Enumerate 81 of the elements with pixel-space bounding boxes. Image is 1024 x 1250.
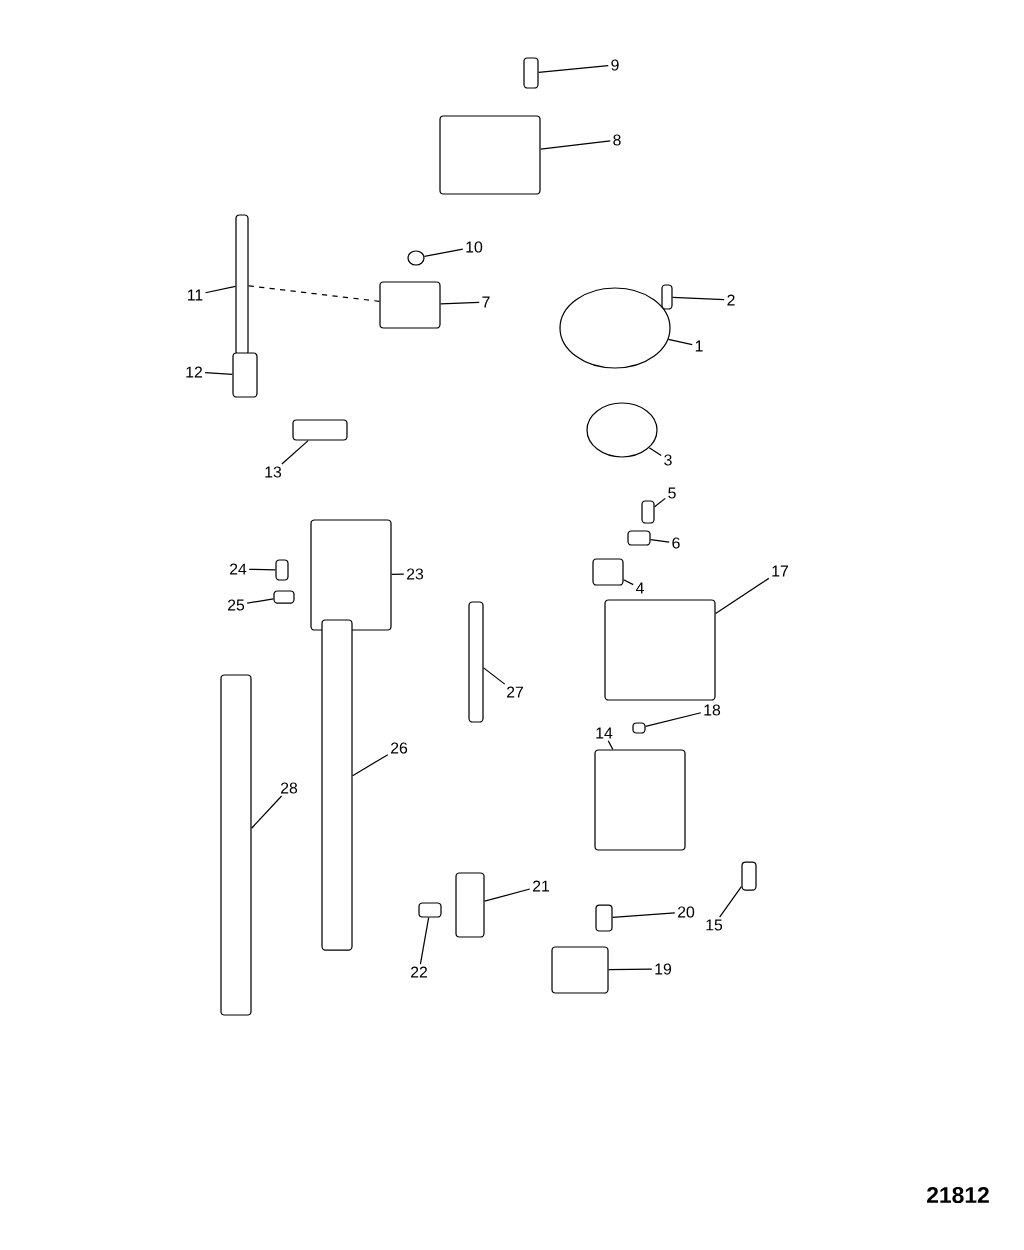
leader-line [248, 568, 276, 571]
ground-lead-drawing [604, 599, 716, 701]
leader-line [612, 912, 676, 918]
figure-number: 21812 [927, 1186, 989, 1204]
callout-number: 6 [672, 537, 680, 549]
leader-line [391, 573, 405, 575]
clamp-drawing [592, 558, 624, 586]
callout-number: 15 [706, 919, 723, 931]
callout-number: 26 [391, 742, 408, 754]
leader-line [623, 579, 634, 586]
leader-line [715, 577, 770, 615]
screw-drawing [641, 500, 655, 524]
spark-plug-boot-drawing [232, 352, 258, 398]
callout-number: 18 [704, 704, 721, 716]
leader-line [440, 301, 480, 305]
leader-line [251, 795, 283, 829]
callout-number: 1 [695, 340, 703, 352]
terminal-block-drawing [455, 872, 485, 938]
screw-drawing [418, 902, 442, 918]
leader-line [352, 754, 389, 777]
callout-number: 4 [635, 582, 644, 594]
leader-line [645, 712, 702, 727]
rectifier-drawing [310, 519, 392, 631]
screw-drawing [741, 861, 757, 891]
callout-number: 7 [482, 296, 490, 308]
callout-number: 28 [281, 782, 298, 794]
callout-number: 17 [772, 565, 788, 577]
leader-line [648, 447, 662, 457]
leader-line [423, 248, 464, 258]
leader-line [667, 338, 693, 346]
screw-drawing [275, 559, 289, 581]
screw-drawing [661, 284, 673, 310]
callout-number: 27 [507, 686, 523, 698]
ignition-coil-drawing [439, 115, 541, 195]
callout-number: 3 [664, 454, 672, 466]
callout-number: 2 [727, 294, 735, 306]
leader-line [204, 372, 233, 375]
leader-line [281, 440, 309, 465]
leader-line [672, 296, 725, 301]
leader-line [719, 886, 742, 918]
leader-line [246, 598, 274, 604]
callout-number: 22 [411, 966, 427, 978]
callout-number: 9 [611, 59, 619, 71]
callout-number: 24 [230, 563, 247, 575]
callout-number: 13 [265, 466, 282, 478]
ground-strap-drawing [468, 601, 484, 723]
leader-line [483, 667, 506, 685]
leader-line [204, 285, 236, 294]
screw-drawing [523, 57, 539, 89]
terminal-block-drawing [551, 946, 609, 994]
spark-plug-drawing [292, 419, 348, 441]
screw-drawing [632, 722, 646, 734]
trigger-coil-drawing [586, 402, 658, 458]
switch-box-drawing [594, 749, 686, 851]
leader-line [608, 968, 653, 971]
leader-line [419, 917, 430, 965]
callout-number: 12 [186, 366, 202, 378]
callout-number: 5 [668, 487, 676, 499]
callout-number: 8 [613, 134, 621, 146]
leader-line [538, 65, 609, 73]
callout-number: 10 [466, 241, 483, 253]
cable-drawing [321, 619, 353, 951]
leader-line [654, 497, 666, 508]
callout-number: 25 [228, 599, 245, 611]
callout-number: 20 [678, 906, 695, 918]
leader-line [540, 140, 611, 150]
ignition-coil-drawing [379, 281, 441, 329]
callout-number: 11 [188, 289, 203, 301]
leader-line [607, 740, 614, 750]
callout-number: 19 [655, 963, 672, 975]
callout-number: 23 [407, 568, 424, 580]
screw-drawing [595, 904, 613, 932]
callout-number: 21 [533, 880, 549, 892]
stator-drawing [559, 287, 671, 369]
nut-drawing [407, 250, 425, 266]
spacer-drawing [273, 590, 295, 604]
leader-line [484, 888, 531, 902]
leader-line [650, 538, 670, 543]
cable-drawing [220, 674, 252, 1016]
callout-number: 14 [596, 727, 613, 739]
washer-drawing [627, 530, 651, 546]
